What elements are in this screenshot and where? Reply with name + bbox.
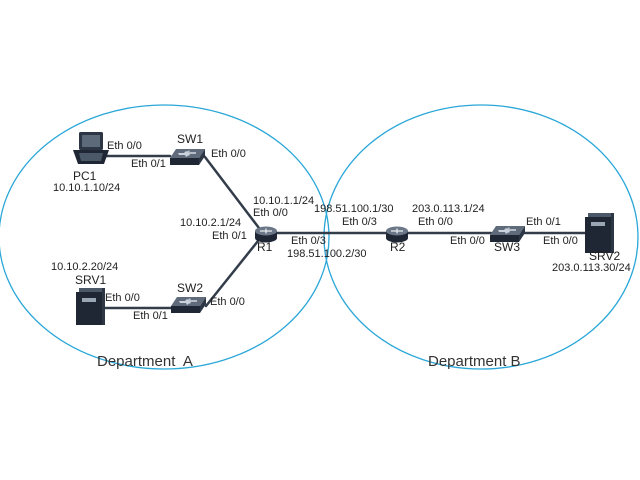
r2-eth00-ip-label: 203.0.113.1/24 [412,203,485,215]
srv1-server-icon[interactable] [76,288,105,325]
sw2-name-label: SW2 [177,281,203,295]
srv2-ip-label: 203.0.113.30/24 [552,262,631,274]
r2-eth03-label: Eth 0/3 [342,216,377,228]
sw3-switch-icon[interactable] [490,226,525,242]
sw2-eth00-label: Eth 0/0 [210,296,245,308]
pc1-name-label: PC1 [73,169,97,183]
pc1-laptop-icon[interactable] [73,132,109,164]
sw1-name-label: SW1 [177,132,203,146]
links [101,154,587,310]
sw3-eth01-label: Eth 0/1 [526,216,561,228]
r2-router-icon[interactable] [386,226,408,243]
pc1-eth00-label: Eth 0/0 [107,140,142,152]
r1-router-icon[interactable] [255,226,277,243]
srv1-name-label: SRV1 [75,273,106,287]
r1-eth00-ip-label: 10.10.1.1/24 [253,195,314,207]
srv2-name-label: SRV2 [589,249,620,263]
sw1-eth01-label: Eth 0/1 [131,158,166,170]
sw1-eth00-label: Eth 0/0 [211,148,246,160]
department-b-zone [323,104,639,370]
link-sw1-r1 [203,155,264,234]
r2-eth00-label: Eth 0/0 [418,216,453,228]
sw2-eth01-label: Eth 0/1 [133,310,168,322]
r1-eth03-ip-label: 198.51.100.2/30 [287,248,367,260]
link-sw2-r1 [204,234,264,308]
srv1-eth00-label: Eth 0/0 [105,292,140,304]
department-a-zone [0,104,330,370]
sw2-switch-icon[interactable] [171,297,206,313]
pc1-ip-label: 10.10.1.10/24 [53,182,120,194]
srv2-server-icon[interactable] [585,213,614,253]
sw1-switch-icon[interactable] [170,149,205,165]
r2-eth03-ip-label: 198.51.100.1/30 [314,203,394,215]
srv2-eth00-label: Eth 0/0 [543,235,578,247]
srv1-ip-label: 10.10.2.20/24 [51,261,118,273]
r1-eth01-label: Eth 0/1 [212,230,247,242]
department-a-label: Department A [97,353,193,370]
r1-eth01-ip-label: 10.10.2.1/24 [180,217,241,229]
sw3-name-label: SW3 [494,240,520,254]
r2-name-label: R2 [390,240,406,254]
department-b-label: Department B [428,353,521,370]
r1-name-label: R1 [257,240,273,254]
r1-eth03-label: Eth 0/3 [291,235,326,247]
sw3-eth00-label: Eth 0/0 [450,235,485,247]
r1-eth00-label: Eth 0/0 [253,207,288,219]
